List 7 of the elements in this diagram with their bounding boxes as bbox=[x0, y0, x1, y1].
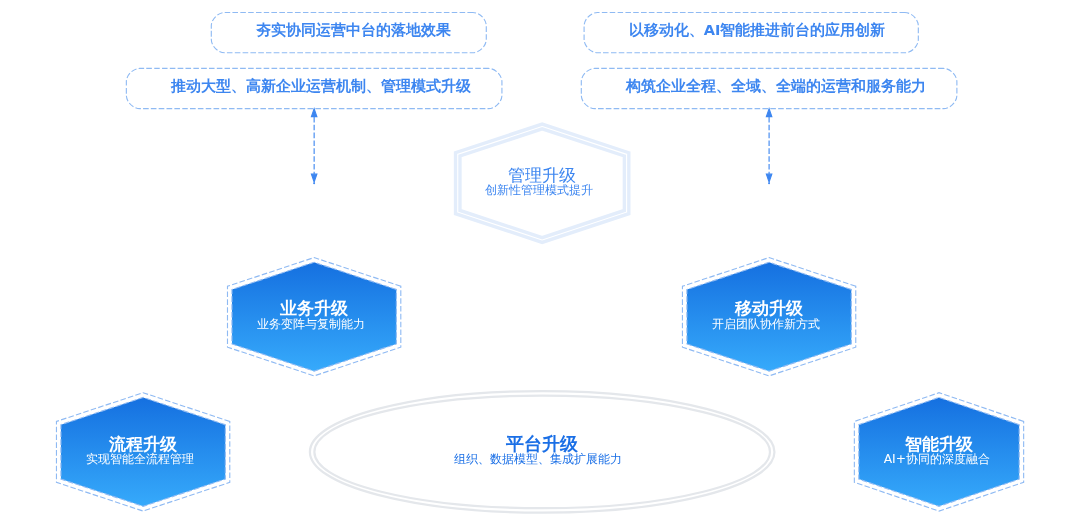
node-box: 构筑企业全程、全域、全端的运营和服务能力 bbox=[580, 67, 958, 110]
node-box: 推动大型、高新企业运营机制、管理模式升级 bbox=[125, 67, 503, 110]
arrow bbox=[765, 107, 773, 184]
node-box: 以移动化、AI智能推进前台的应用创新 bbox=[583, 11, 919, 54]
node-box: 夯实协同运营中台的落地效果 bbox=[210, 11, 487, 54]
arrow bbox=[310, 107, 318, 184]
node-ellipse: 平台升级 组织、数据模型、集成扩展能力 bbox=[308, 389, 776, 514]
